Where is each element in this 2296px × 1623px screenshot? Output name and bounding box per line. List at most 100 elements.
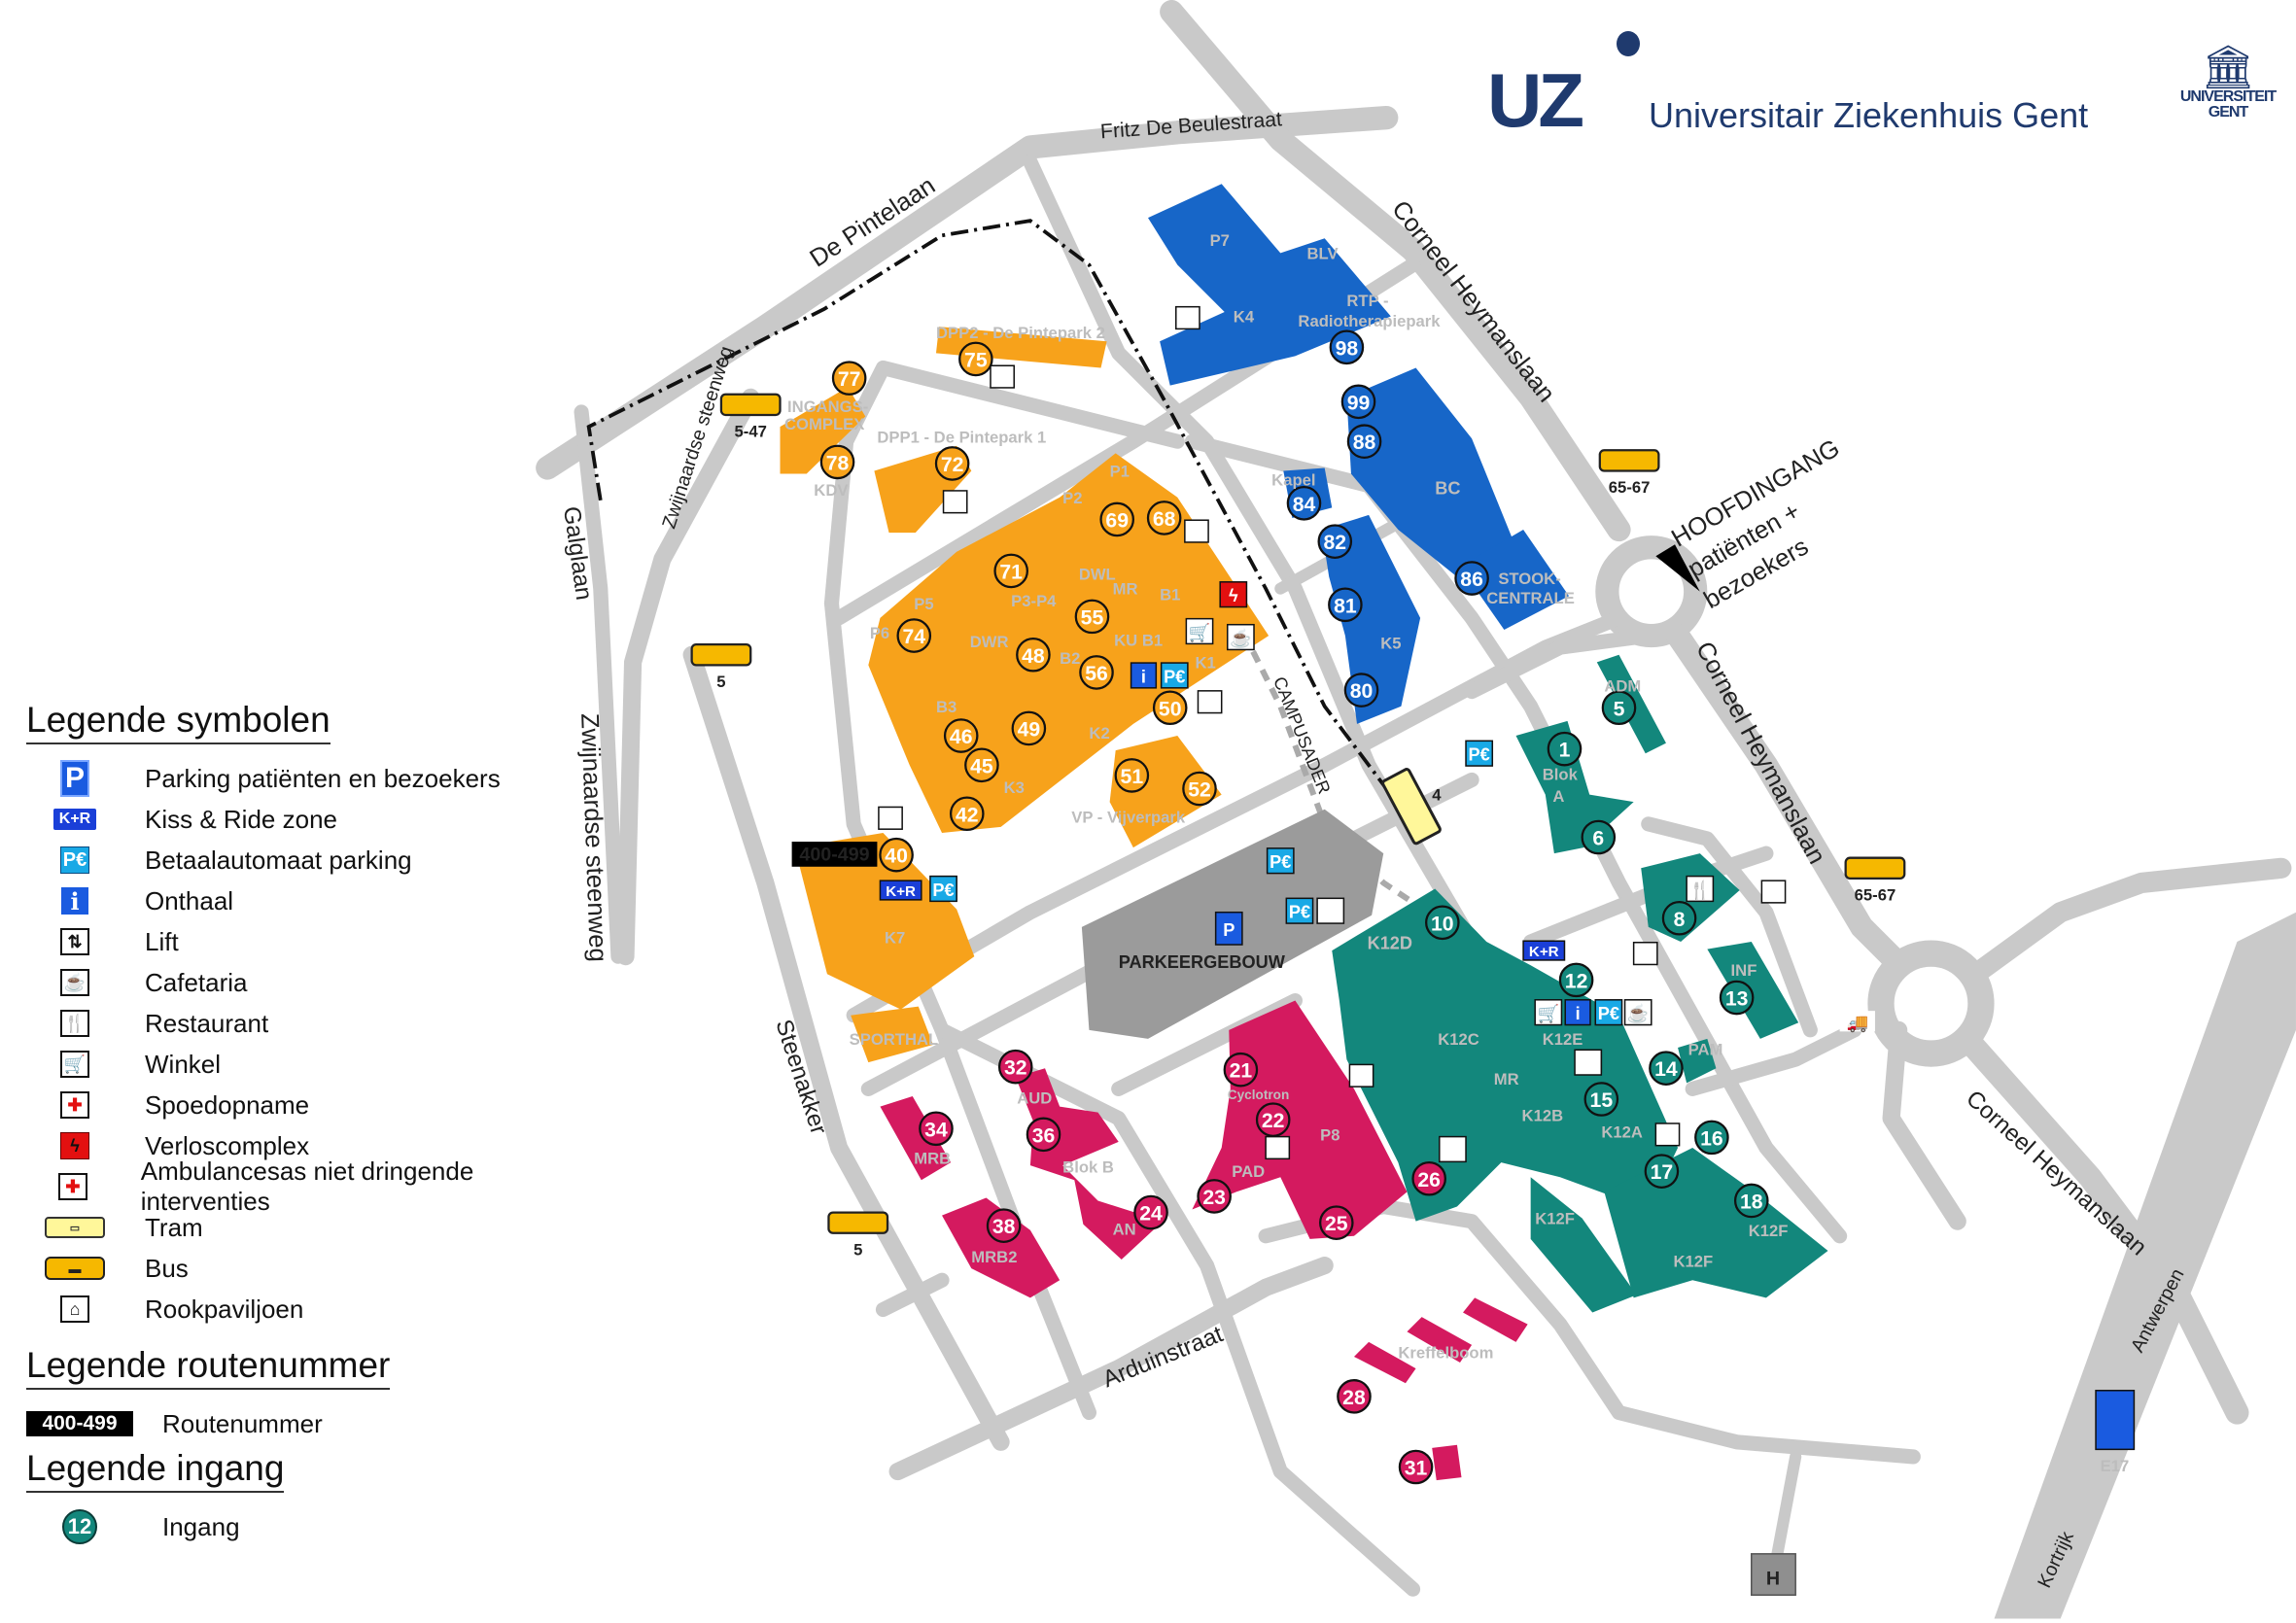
entrance-marker[interactable]: 71 bbox=[993, 553, 1028, 589]
entrance-marker[interactable]: 82 bbox=[1317, 524, 1353, 559]
entrance-marker[interactable]: 18 bbox=[1733, 1183, 1769, 1219]
building-mrb2[interactable] bbox=[942, 1197, 1061, 1298]
entrance-marker[interactable]: 40 bbox=[879, 837, 914, 873]
entrance-number: 36 bbox=[1032, 1124, 1056, 1147]
entrance-marker[interactable]: 75 bbox=[958, 341, 993, 377]
entrance-marker[interactable]: 52 bbox=[1182, 771, 1217, 807]
smoking-pavilion-icon: ⌂ bbox=[1632, 941, 1658, 966]
entrance-marker[interactable]: 24 bbox=[1133, 1194, 1168, 1230]
entrance-marker[interactable]: 55 bbox=[1074, 599, 1110, 635]
building-label: VP - Vijverpark bbox=[1071, 808, 1186, 826]
entrance-marker[interactable]: 46 bbox=[943, 718, 979, 753]
street-label: Arduinstraat bbox=[1099, 1321, 1227, 1393]
entrance-marker[interactable]: 77 bbox=[831, 361, 867, 396]
entrance-marker[interactable]: 48 bbox=[1016, 637, 1051, 673]
building-ingangscomplex[interactable] bbox=[780, 387, 866, 474]
bus-stop[interactable]: 5 bbox=[827, 1211, 889, 1260]
entrance-number: 17 bbox=[1651, 1161, 1674, 1184]
entrance-marker[interactable]: 22 bbox=[1255, 1102, 1291, 1137]
entrance-marker[interactable]: 56 bbox=[1079, 655, 1114, 690]
smoking-pavilion-glyph: ⌂ bbox=[997, 368, 1008, 388]
entrance-marker[interactable]: 50 bbox=[1152, 690, 1188, 726]
entrance-marker[interactable]: 17 bbox=[1644, 1154, 1680, 1189]
entrance-marker[interactable]: 45 bbox=[964, 747, 999, 783]
building-sporthal[interactable] bbox=[851, 1006, 933, 1063]
entrance-marker[interactable]: 78 bbox=[819, 444, 855, 480]
entrance-marker[interactable]: 5 bbox=[1601, 690, 1637, 726]
entrance-marker[interactable]: 14 bbox=[1649, 1051, 1684, 1086]
parking-icon: P bbox=[1214, 911, 1243, 946]
building-blok-a[interactable] bbox=[1515, 720, 1634, 854]
pay-parking-glyph: P€ bbox=[1469, 745, 1490, 765]
building-k12[interactable] bbox=[1332, 888, 1679, 1222]
roundabout-south bbox=[1867, 940, 1995, 1067]
building-inf[interactable] bbox=[1707, 941, 1799, 1039]
entrance-marker[interactable]: 23 bbox=[1197, 1179, 1232, 1214]
entrance-marker[interactable]: 86 bbox=[1454, 561, 1489, 596]
entrance-marker[interactable]: 88 bbox=[1346, 424, 1382, 460]
building-k12f-west[interactable] bbox=[1530, 1177, 1637, 1313]
entrance-marker[interactable]: 13 bbox=[1719, 980, 1755, 1016]
entrance-marker[interactable]: 38 bbox=[986, 1208, 1022, 1243]
entrance-marker[interactable]: 49 bbox=[1011, 710, 1047, 746]
entrance-number: 72 bbox=[941, 454, 964, 476]
building-label: COMPLEX bbox=[784, 415, 864, 433]
entrance-marker[interactable]: 72 bbox=[934, 446, 970, 481]
uz-logo-dot bbox=[1617, 31, 1640, 56]
building-31[interactable] bbox=[1432, 1444, 1462, 1481]
building-k7[interactable] bbox=[794, 832, 975, 1010]
parking-glyph: P bbox=[1223, 920, 1235, 940]
bus-line-label: 5-47 bbox=[735, 423, 767, 441]
entrance-circle bbox=[1146, 501, 1182, 535]
entrance-circle bbox=[896, 618, 932, 653]
building-p7-k4[interactable] bbox=[1148, 184, 1391, 386]
tram-icon: ▭ bbox=[45, 1217, 105, 1238]
shop-icon: 🛒 bbox=[1185, 617, 1214, 645]
entrance-marker[interactable]: 8 bbox=[1661, 900, 1697, 936]
entrance-marker[interactable]: 42 bbox=[949, 796, 985, 832]
entrance-marker[interactable]: 51 bbox=[1114, 758, 1150, 793]
pay-parking-glyph: P€ bbox=[1598, 1004, 1619, 1023]
building-kreffelboom-1[interactable] bbox=[1353, 1341, 1416, 1384]
bus-stop[interactable]: 65-67 bbox=[1844, 856, 1906, 905]
entrance-marker[interactable]: 6 bbox=[1581, 819, 1617, 855]
entrance-marker[interactable]: 15 bbox=[1583, 1082, 1619, 1117]
building-pam[interactable] bbox=[1678, 1038, 1717, 1084]
building-label: K12F bbox=[1674, 1253, 1714, 1271]
entrance-marker[interactable]: 74 bbox=[896, 618, 932, 653]
building-k5[interactable] bbox=[1321, 514, 1421, 724]
entrance-marker[interactable]: 12 bbox=[1558, 962, 1594, 998]
entrance-marker[interactable]: 81 bbox=[1328, 587, 1363, 623]
entrance-marker[interactable]: 26 bbox=[1411, 1160, 1446, 1196]
building-bc[interactable] bbox=[1346, 367, 1516, 577]
entrance-marker[interactable]: 31 bbox=[1398, 1449, 1434, 1485]
building-dpp2[interactable] bbox=[935, 327, 1107, 368]
entrance-marker[interactable]: 34 bbox=[919, 1111, 954, 1147]
entrance-marker[interactable]: 25 bbox=[1319, 1205, 1354, 1240]
entrance-marker[interactable]: 99 bbox=[1340, 384, 1376, 420]
bus-stop[interactable]: 5-47 bbox=[719, 393, 782, 441]
entrance-marker[interactable]: 68 bbox=[1146, 501, 1182, 535]
entrance-marker[interactable]: 32 bbox=[997, 1049, 1033, 1085]
entrance-marker[interactable]: 1 bbox=[1547, 731, 1583, 767]
entrance-marker[interactable]: 84 bbox=[1286, 486, 1322, 521]
legend-route-label: Routenummer bbox=[162, 1408, 323, 1438]
bus-stop[interactable]: 65-67 bbox=[1598, 449, 1660, 497]
entrance-marker[interactable]: 36 bbox=[1026, 1117, 1061, 1153]
entrance-marker[interactable]: 21 bbox=[1223, 1052, 1259, 1088]
tram-stop[interactable]: 4 bbox=[1381, 768, 1443, 846]
building-stookcentrale[interactable] bbox=[1459, 530, 1570, 631]
entrance-marker[interactable]: 10 bbox=[1425, 905, 1460, 941]
entrance-marker[interactable]: 28 bbox=[1337, 1379, 1372, 1414]
entrance-marker[interactable]: 16 bbox=[1694, 1120, 1729, 1156]
building-kreffelboom-2[interactable] bbox=[1407, 1317, 1473, 1364]
building-aud-blok-b-an[interactable] bbox=[1015, 1068, 1164, 1260]
entrance-marker[interactable]: 69 bbox=[1099, 501, 1134, 537]
building-mrb[interactable] bbox=[880, 1095, 952, 1181]
entrance-marker[interactable]: 98 bbox=[1329, 329, 1365, 365]
building-kreffelboom-3[interactable] bbox=[1463, 1297, 1528, 1342]
bus-stop[interactable]: 5 bbox=[690, 643, 752, 691]
entrance-marker[interactable]: 80 bbox=[1343, 673, 1379, 708]
